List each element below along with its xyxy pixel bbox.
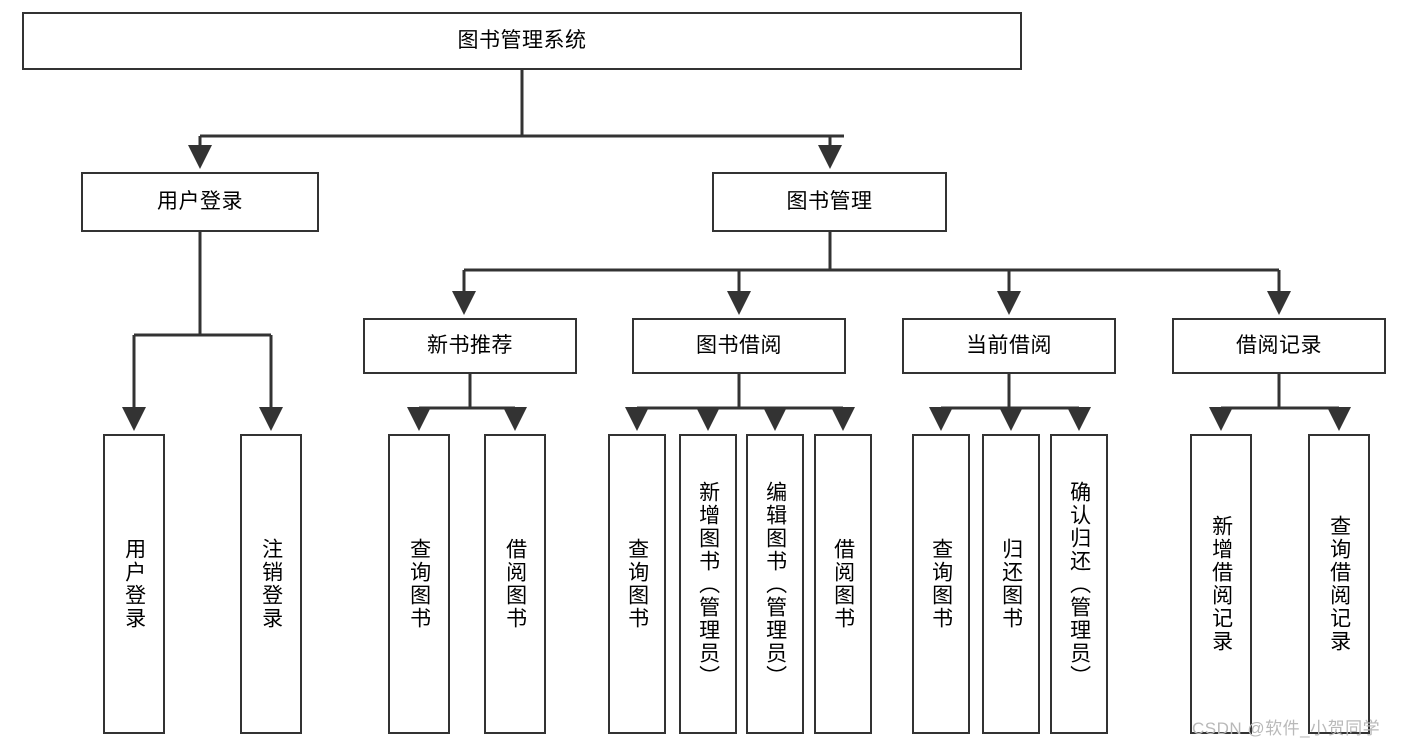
node-leaf-borrow-book-2[interactable]: 借阅图书	[814, 434, 872, 734]
node-leaf-borrow-book-2-label: 借阅图书	[831, 538, 855, 630]
node-leaf-add-record-label: 新增借阅记录	[1209, 515, 1233, 653]
node-book-manage-label: 图书管理	[786, 190, 873, 214]
node-leaf-return-book-label: 归还图书	[999, 538, 1023, 630]
node-leaf-query-book-2[interactable]: 查询图书	[608, 434, 666, 734]
node-current-borrow[interactable]: 当前借阅	[902, 318, 1116, 374]
node-leaf-query-record-label: 查询借阅记录	[1327, 515, 1351, 653]
node-leaf-return-book[interactable]: 归还图书	[982, 434, 1040, 734]
node-borrow-record-label: 借阅记录	[1236, 334, 1322, 358]
node-user-login[interactable]: 用户登录	[81, 172, 319, 232]
node-leaf-edit-book-label: 编辑图书（管理员）	[763, 480, 787, 688]
csdn-watermark: CSDN @软件_小贺同学	[1192, 719, 1381, 738]
node-leaf-confirm-return[interactable]: 确认归还（管理员）	[1050, 434, 1108, 734]
node-leaf-user-logout-label: 注销登录	[259, 538, 283, 630]
node-current-borrow-label: 当前借阅	[966, 334, 1052, 358]
node-leaf-add-book[interactable]: 新增图书（管理员）	[679, 434, 737, 734]
node-leaf-query-book-3-label: 查询图书	[929, 538, 953, 630]
node-leaf-confirm-return-label: 确认归还（管理员）	[1067, 480, 1091, 688]
node-leaf-query-book-1-label: 查询图书	[407, 538, 431, 630]
node-user-login-label: 用户登录	[157, 190, 243, 214]
node-book-manage[interactable]: 图书管理	[712, 172, 947, 232]
node-leaf-query-book-2-label: 查询图书	[625, 538, 649, 630]
node-leaf-borrow-book-1[interactable]: 借阅图书	[484, 434, 546, 734]
node-leaf-query-record[interactable]: 查询借阅记录	[1308, 434, 1370, 734]
node-leaf-borrow-book-1-label: 借阅图书	[503, 538, 527, 630]
node-root[interactable]: 图书管理系统	[22, 12, 1022, 70]
node-leaf-query-book-3[interactable]: 查询图书	[912, 434, 970, 734]
node-root-label: 图书管理系统	[457, 29, 587, 53]
node-leaf-add-book-label: 新增图书（管理员）	[696, 480, 720, 688]
node-leaf-user-login[interactable]: 用户登录	[103, 434, 165, 734]
node-new-book-recommend-label: 新书推荐	[427, 334, 513, 358]
node-new-book-recommend[interactable]: 新书推荐	[363, 318, 577, 374]
node-book-borrow[interactable]: 图书借阅	[632, 318, 846, 374]
node-leaf-edit-book[interactable]: 编辑图书（管理员）	[746, 434, 804, 734]
node-leaf-user-logout[interactable]: 注销登录	[240, 434, 302, 734]
node-borrow-record[interactable]: 借阅记录	[1172, 318, 1386, 374]
node-book-borrow-label: 图书借阅	[696, 334, 782, 358]
node-leaf-user-login-label: 用户登录	[122, 538, 146, 630]
node-leaf-add-record[interactable]: 新增借阅记录	[1190, 434, 1252, 734]
node-leaf-query-book-1[interactable]: 查询图书	[388, 434, 450, 734]
